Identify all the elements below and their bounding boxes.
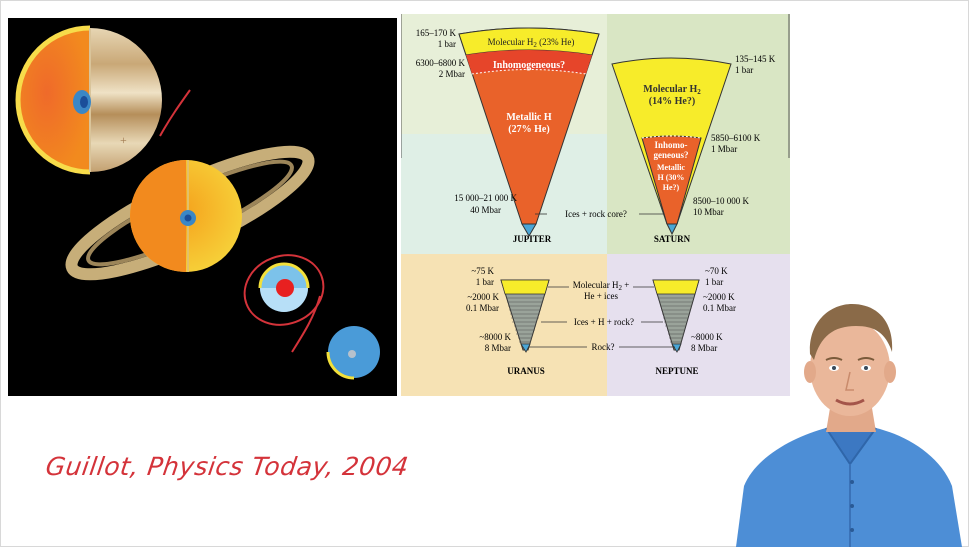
saturn-interior-wedge [611, 57, 732, 236]
shared-rock-label: Rock? [592, 342, 615, 352]
jupiter-cutaway: + [15, 25, 162, 175]
saturn-metallic-2: H (30% [658, 173, 685, 182]
neptune-p3: 8 Mbar [691, 343, 717, 353]
handwritten-citation: Guillot, Physics Today, 2004 [43, 452, 411, 481]
presenter-webcam [726, 296, 969, 547]
uranus-p1: 1 bar [476, 277, 494, 287]
uranus-cutaway [243, 254, 325, 353]
saturn-core-temp: 8500–10 000 K [693, 196, 750, 206]
saturn-core-pressure: 10 Mbar [693, 207, 724, 217]
neptune-name: NEPTUNE [655, 366, 698, 376]
uranus-name: URANUS [507, 366, 545, 376]
shared-molecular-label: Molecular H2 + [573, 280, 630, 292]
saturn-top-pressure: 1 bar [735, 65, 753, 75]
jupiter-layer-metallic: Metallic H [506, 112, 551, 123]
neptune-p1: 1 bar [705, 277, 723, 287]
neptune-cutaway [326, 326, 380, 380]
svg-text:+: + [120, 133, 127, 147]
jupiter-layer-molecular: Molecular H2 (23% He) [488, 37, 575, 49]
interior-structure-diagram: Molecular H2 (23% He) Inhomogeneous? Met… [400, 14, 790, 396]
jupiter-interior-wedge [458, 27, 600, 237]
neptune-p2: 0.1 Mbar [703, 303, 736, 313]
core-label: Ices + rock core? [565, 209, 627, 219]
saturn-mid-pressure: 1 Mbar [711, 144, 737, 154]
neptune-t2: ~2000 K [703, 292, 735, 302]
uranus-interior-wedge [500, 279, 550, 353]
jupiter-core-temp: 15 000–21 000 K [454, 193, 517, 203]
saturn-metallic-3: He?) [663, 183, 680, 192]
saturn-name: SATURN [654, 234, 691, 244]
neptune-t1: ~70 K [705, 266, 728, 276]
shared-he-ices-label: He + ices [584, 291, 619, 301]
jupiter-top-temp: 165–170 K [416, 28, 457, 38]
jupiter-mid-pressure: 2 Mbar [439, 69, 465, 79]
shared-ices-label: Ices + H + rock? [574, 317, 634, 327]
jupiter-layer-inhomogeneous: Inhomogeneous? [493, 60, 565, 71]
uranus-t3: ~8000 K [479, 332, 511, 342]
jupiter-layer-metallic-he: (27% He) [508, 124, 549, 135]
jupiter-top-pressure: 1 bar [438, 39, 456, 49]
jupiter-mid-temp: 6300–6800 K [416, 58, 466, 68]
saturn-top-temp: 135–145 K [735, 54, 776, 64]
neptune-interior-wedge [652, 279, 700, 353]
saturn-metallic-1: Metallic [657, 163, 685, 172]
jupiter-name: JUPITER [513, 234, 552, 244]
saturn-cutaway [65, 145, 315, 281]
saturn-layer-molecular-he: (14% He?) [649, 96, 695, 107]
neptune-t3: ~8000 K [691, 332, 723, 342]
saturn-mid-temp: 5850–6100 K [711, 133, 761, 143]
planet-cutaway-illustration: + [8, 18, 397, 396]
saturn-inhomo-2: geneous? [653, 150, 688, 160]
saturn-layer-molecular: Molecular H2 [643, 84, 701, 96]
saturn-inhomo-1: Inhomo- [654, 140, 687, 150]
uranus-t2: ~2000 K [467, 292, 499, 302]
uranus-t1: ~75 K [471, 266, 494, 276]
uranus-p2: 0.1 Mbar [466, 303, 499, 313]
jupiter-core-pressure: 40 Mbar [470, 205, 501, 215]
uranus-p3: 8 Mbar [485, 343, 511, 353]
